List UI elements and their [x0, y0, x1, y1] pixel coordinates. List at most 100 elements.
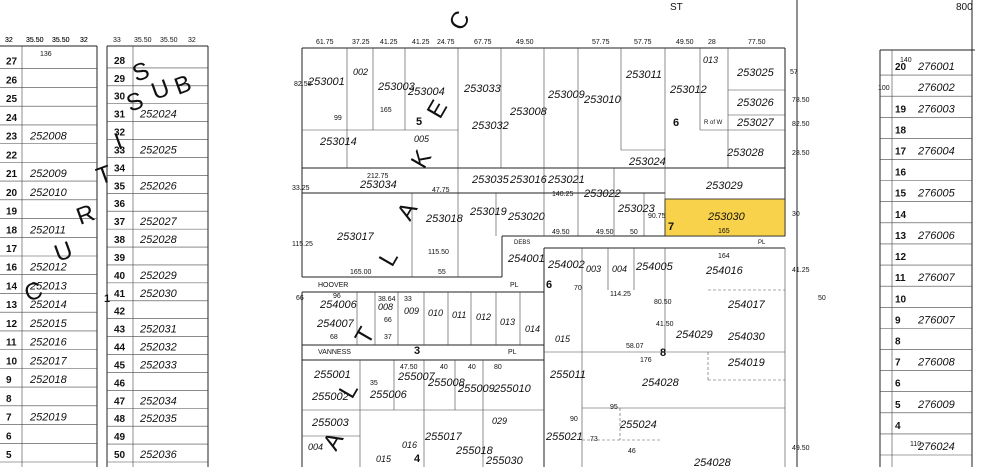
- center-parcel-0[interactable]: 253001: [307, 76, 345, 88]
- center-parcel-3[interactable]: 253004: [407, 86, 445, 98]
- right-parcel-14[interactable]: 276008: [917, 357, 956, 369]
- left-parcel-12[interactable]: 252013: [29, 280, 68, 292]
- center-parcel-10[interactable]: 253012: [669, 84, 707, 96]
- center-parcel-42[interactable]: 012: [476, 312, 491, 322]
- mid-parcel-10[interactable]: 252028: [139, 234, 178, 246]
- center-parcel-45[interactable]: 254007: [316, 318, 355, 330]
- mid-parcel-5[interactable]: 252025: [139, 144, 178, 156]
- center-parcel-7[interactable]: 253010: [583, 94, 622, 106]
- center-parcel-48[interactable]: 254029: [675, 329, 713, 341]
- mid-parcel-16[interactable]: 252032: [139, 342, 177, 354]
- center-parcel-33[interactable]: 003: [586, 264, 601, 274]
- center-parcel-23[interactable]: 253029: [705, 180, 743, 192]
- center-parcel-64[interactable]: 029: [492, 416, 507, 426]
- left-parcel-4[interactable]: 252008: [29, 131, 68, 143]
- right-parcel-18[interactable]: 276024: [917, 441, 955, 453]
- center-parcel-38[interactable]: 008: [378, 302, 393, 312]
- center-parcel-41[interactable]: 011: [452, 310, 466, 320]
- center-parcel-50[interactable]: 255001: [313, 369, 351, 381]
- left-parcel-13[interactable]: 252014: [29, 299, 67, 311]
- center-parcel-63[interactable]: 255017: [424, 431, 463, 443]
- center-parcel-26[interactable]: 253017: [336, 231, 375, 243]
- right-parcel-4[interactable]: 276004: [917, 146, 955, 158]
- center-parcel-35[interactable]: 254005: [635, 261, 674, 273]
- center-parcel-44[interactable]: 014: [525, 324, 540, 334]
- center-parcel-69[interactable]: 015: [376, 454, 392, 464]
- center-parcel-70[interactable]: 254028: [693, 457, 732, 467]
- center-parcel-43[interactable]: 013: [500, 317, 515, 327]
- center-parcel-22[interactable]: 253021: [547, 174, 585, 186]
- center-parcel-5[interactable]: 253008: [509, 106, 548, 118]
- center-parcel-65[interactable]: 255021: [545, 431, 583, 443]
- center-parcel-46[interactable]: 015: [555, 334, 571, 344]
- center-parcel-66[interactable]: 255024: [619, 419, 657, 431]
- right-parcel-16[interactable]: 276009: [917, 399, 955, 411]
- left-parcel-17[interactable]: 252018: [29, 374, 68, 386]
- left-parcel-14[interactable]: 252015: [29, 318, 68, 330]
- center-parcel-25[interactable]: 253023: [617, 203, 656, 215]
- left-parcel-11[interactable]: 252012: [29, 262, 67, 274]
- center-parcel-16[interactable]: 253032: [471, 120, 509, 132]
- right-parcel-0[interactable]: 276001: [917, 61, 955, 73]
- right-parcel-2[interactable]: 276003: [917, 103, 956, 115]
- left-parcel-19[interactable]: 252019: [29, 412, 67, 424]
- right-parcel-1[interactable]: 276002: [917, 82, 955, 94]
- center-parcel-8[interactable]: 253011: [625, 69, 662, 81]
- right-parcel-10[interactable]: 276007: [917, 272, 956, 284]
- center-parcel-12[interactable]: 253026: [736, 97, 775, 109]
- center-parcel-19[interactable]: 253034: [359, 179, 397, 191]
- center-parcel-40[interactable]: 010: [428, 308, 443, 318]
- center-parcel-14[interactable]: 253014: [319, 136, 357, 148]
- center-parcel-2[interactable]: 253003: [377, 81, 416, 93]
- mid-parcel-13[interactable]: 252030: [139, 288, 178, 300]
- center-parcel-52[interactable]: 255008: [427, 377, 466, 389]
- center-parcel-6[interactable]: 253009: [547, 89, 585, 101]
- center-parcel-17[interactable]: 253028: [726, 147, 765, 159]
- center-parcel-58[interactable]: 255002: [311, 391, 349, 403]
- center-parcel-51[interactable]: 255007: [397, 371, 436, 383]
- center-parcel-56[interactable]: 254028: [641, 377, 680, 389]
- center-parcel-4[interactable]: 253033: [463, 83, 502, 95]
- mid-parcel-19[interactable]: 252034: [139, 395, 177, 407]
- center-parcel-28[interactable]: 253019: [469, 206, 507, 218]
- center-parcel-62[interactable]: 016: [402, 440, 417, 450]
- center-parcel-13[interactable]: 253027: [736, 117, 775, 129]
- center-parcel-61[interactable]: 004: [308, 442, 323, 452]
- mid-parcel-9[interactable]: 252027: [139, 216, 178, 228]
- highlighted-parcel[interactable]: [664, 198, 786, 237]
- mid-parcel-7[interactable]: 252026: [139, 180, 178, 192]
- mid-parcel-12[interactable]: 252029: [139, 270, 177, 282]
- left-parcel-9[interactable]: 252011: [29, 224, 66, 236]
- center-parcel-59[interactable]: 255006: [369, 389, 408, 401]
- center-parcel-1[interactable]: 002: [353, 67, 368, 77]
- center-parcel-34[interactable]: 004: [612, 264, 627, 274]
- center-parcel-9[interactable]: 013: [703, 55, 718, 65]
- center-parcel-30[interactable]: 253030: [707, 211, 746, 223]
- center-parcel-15[interactable]: 005: [414, 134, 430, 144]
- center-parcel-60[interactable]: 255003: [311, 417, 350, 429]
- right-parcel-8[interactable]: 276006: [917, 230, 956, 242]
- left-parcel-7[interactable]: 252010: [29, 187, 68, 199]
- center-parcel-24[interactable]: 253022: [583, 188, 621, 200]
- center-parcel-27[interactable]: 253018: [425, 213, 464, 225]
- right-parcel-6[interactable]: 276005: [917, 188, 956, 200]
- mid-parcel-17[interactable]: 252033: [139, 359, 178, 371]
- center-parcel-36[interactable]: 254016: [705, 265, 744, 277]
- center-parcel-54[interactable]: 255010: [493, 383, 532, 395]
- center-parcel-29[interactable]: 253020: [507, 211, 546, 223]
- center-parcel-67[interactable]: 255018: [455, 445, 494, 457]
- center-parcel-37[interactable]: 254006: [319, 299, 358, 311]
- center-parcel-49[interactable]: 254030: [727, 331, 766, 343]
- center-parcel-11[interactable]: 253025: [736, 67, 775, 79]
- center-parcel-39[interactable]: 009: [404, 306, 419, 316]
- center-parcel-31[interactable]: 254001: [507, 253, 545, 265]
- center-parcel-55[interactable]: 255011: [549, 369, 586, 381]
- center-parcel-68[interactable]: 255030: [485, 455, 524, 467]
- center-parcel-32[interactable]: 254002: [547, 259, 585, 271]
- mid-parcel-20[interactable]: 252035: [139, 413, 178, 425]
- mid-parcel-22[interactable]: 252036: [139, 449, 178, 461]
- center-parcel-47[interactable]: 254017: [727, 299, 766, 311]
- center-parcel-21[interactable]: 253016: [509, 174, 548, 186]
- right-parcel-12[interactable]: 276007: [917, 314, 956, 326]
- mid-parcel-15[interactable]: 252031: [139, 324, 177, 336]
